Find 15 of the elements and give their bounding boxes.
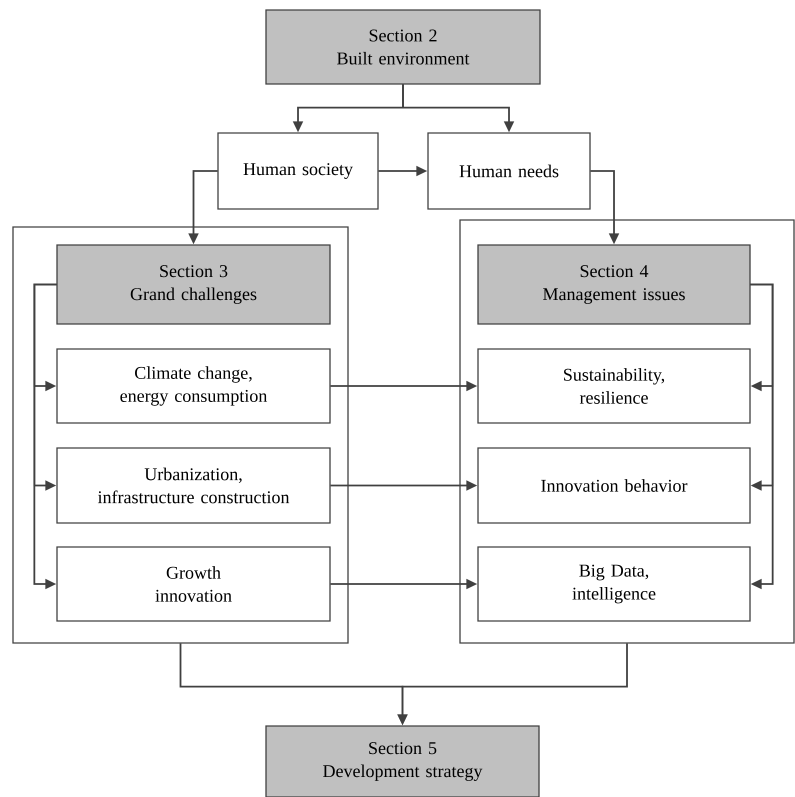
process-box: Innovation behavior [477, 447, 751, 524]
arrow [750, 284, 774, 590]
process-box: Urbanization, infrastructure construction [56, 447, 331, 524]
section-box: Section 5 Development strategy [265, 725, 540, 797]
process-box: Climate change, energy consumption [56, 348, 331, 424]
process-box: Sustainability, resilience [477, 348, 751, 424]
group-frame [12, 226, 349, 644]
section-box: Section 2 Built environment [265, 9, 541, 85]
process-box: Human society [217, 132, 379, 210]
section-box: Section 3 Grand challenges [56, 244, 331, 325]
process-box: Human needs [427, 132, 591, 210]
process-box: Growth innovation [56, 546, 331, 622]
process-box: Big Data, intelligence [477, 546, 751, 622]
section-box: Section 4 Management issues [477, 244, 751, 325]
group-frame [459, 219, 795, 644]
